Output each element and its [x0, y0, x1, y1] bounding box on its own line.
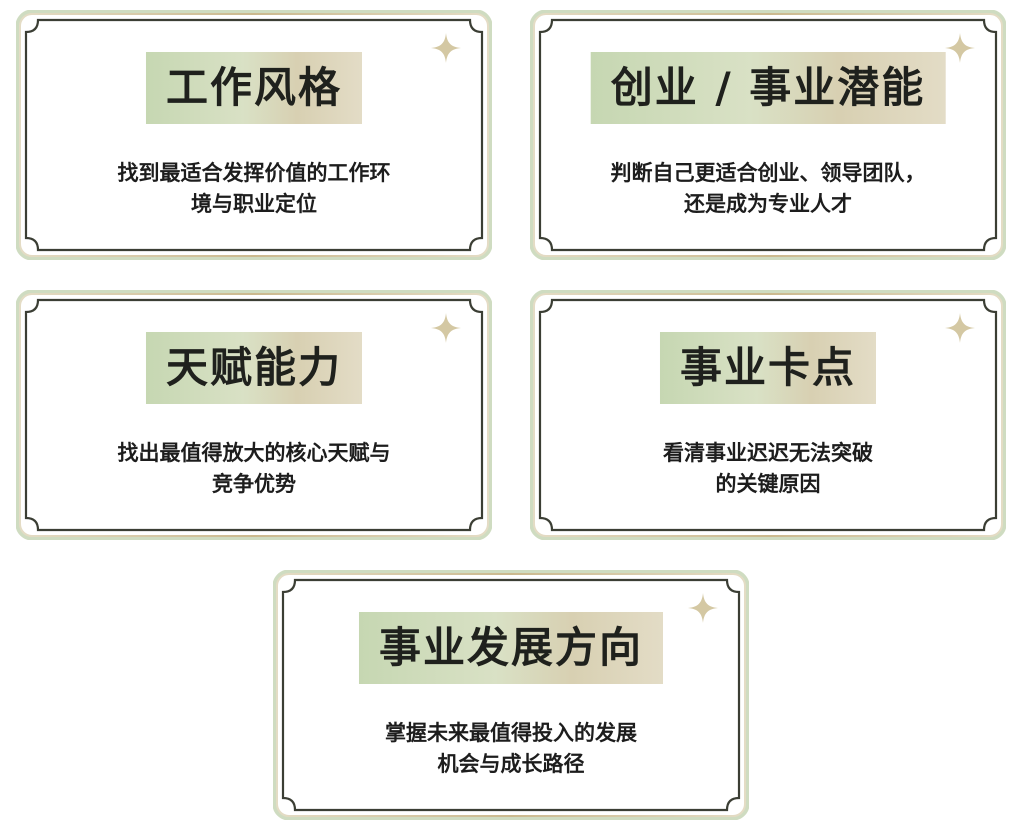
card-title: 事业发展方向: [378, 623, 644, 672]
card-description-line-1: 判断自己更适合创业、领导团队，: [610, 161, 926, 185]
card-description: 掌握未来最值得投入的发展 机会与成长路径: [331, 718, 691, 780]
sparkle-icon: [945, 313, 975, 343]
card-description: 找出最值得放大的核心天赋与 竞争优势: [74, 438, 434, 500]
card-title: 事业卡点: [679, 343, 857, 392]
card-entrepreneurship-potential: 创业 / 事业潜能 判断自己更适合创业、领导团队， 还是成为专业人才: [530, 10, 1006, 260]
card-description-line-1: 找出最值得放大的核心天赋与: [117, 441, 391, 465]
card-title: 天赋能力: [165, 343, 343, 392]
card-description-line-1: 掌握未来最值得投入的发展: [385, 721, 637, 745]
card-title: 工作风格: [165, 63, 343, 112]
card-description-line-2: 机会与成长路径: [437, 752, 585, 776]
sparkle-icon: [431, 313, 461, 343]
card-description: 看清事业迟迟无法突破 的关键原因: [588, 438, 948, 500]
card-frame: [16, 10, 492, 260]
sparkle-icon: [431, 33, 461, 63]
card-frame: [530, 290, 1006, 540]
card-description: 找到最适合发挥价值的工作环 境与职业定位: [74, 158, 434, 220]
card-career-direction: 事业发展方向 掌握未来最值得投入的发展 机会与成长路径: [273, 570, 749, 820]
card-description-line-2: 境与职业定位: [191, 192, 317, 216]
card-description-line-1: 找到最适合发挥价值的工作环: [117, 161, 391, 185]
card-description-line-1: 看清事业迟迟无法突破: [663, 441, 873, 465]
sparkle-icon: [688, 593, 718, 623]
card-title: 创业 / 事业潜能: [610, 63, 926, 112]
card-frame: [530, 10, 1006, 260]
card-description-line-2: 的关键原因: [715, 472, 821, 496]
card-description-line-2: 竞争优势: [212, 472, 296, 496]
card-description-line-2: 还是成为专业人才: [684, 192, 852, 216]
card-frame: [16, 290, 492, 540]
card-talent-abilities: 天赋能力 找出最值得放大的核心天赋与 竞争优势: [16, 290, 492, 540]
card-title-box: 事业发展方向: [358, 612, 664, 684]
card-title-box: 事业卡点: [659, 332, 877, 404]
card-title-box: 创业 / 事业潜能: [590, 52, 946, 124]
card-career-blocks: 事业卡点 看清事业迟迟无法突破 的关键原因: [530, 290, 1006, 540]
card-work-style: 工作风格 找到最适合发挥价值的工作环 境与职业定位: [16, 10, 492, 260]
card-description: 判断自己更适合创业、领导团队， 还是成为专业人才: [588, 158, 948, 220]
card-title-box: 天赋能力: [145, 332, 363, 404]
card-title-box: 工作风格: [145, 52, 363, 124]
card-frame: [273, 570, 749, 820]
sparkle-icon: [945, 33, 975, 63]
